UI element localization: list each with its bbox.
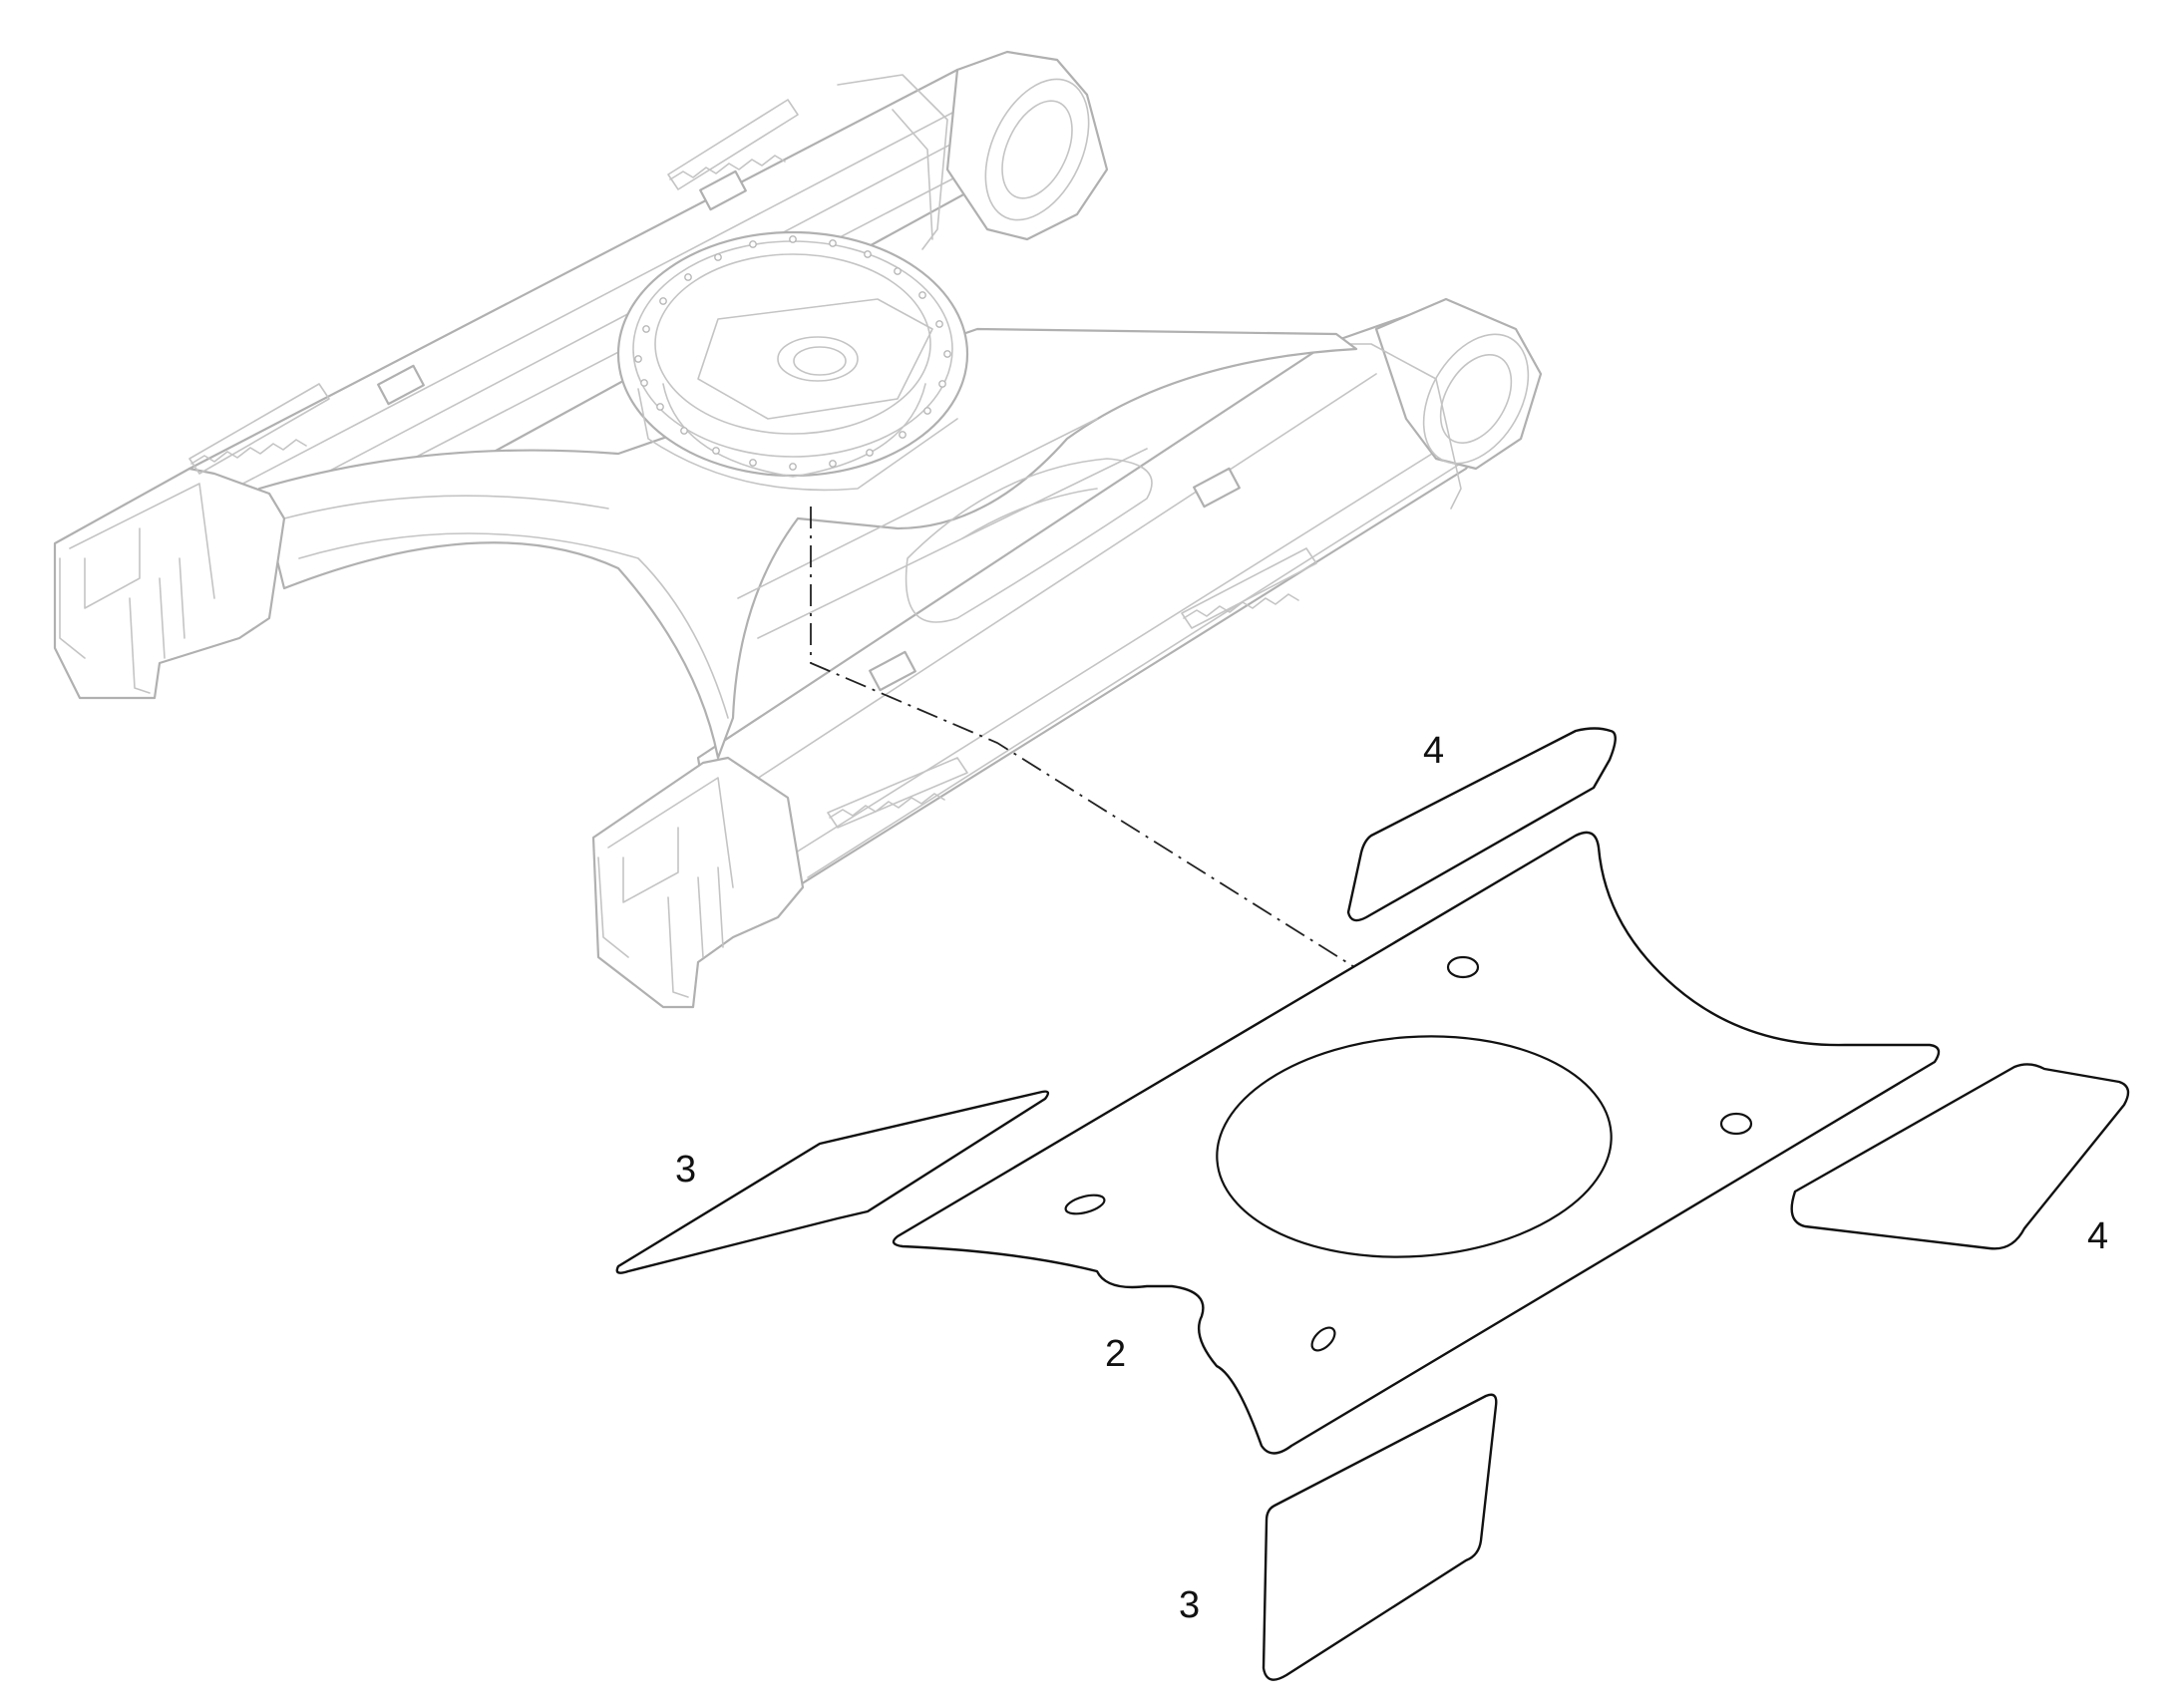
step-bracket-front-1 bbox=[1181, 547, 1317, 629]
callout-label-part-4-lower: 4 bbox=[2087, 1215, 2108, 1257]
swing-bearing-bolts bbox=[634, 235, 951, 471]
shield-part-3-upper bbox=[615, 1090, 1050, 1274]
main-plate-center-opening bbox=[1216, 1035, 1613, 1258]
step-bracket-front-2 bbox=[827, 757, 968, 829]
step-bracket-rear-2 bbox=[188, 383, 330, 475]
parts-group bbox=[615, 727, 2130, 1681]
shield-part-4-lower bbox=[1790, 1063, 2130, 1250]
callout-label-part-4-upper: 4 bbox=[1423, 730, 1444, 772]
callout-label-part-2: 2 bbox=[1105, 1333, 1126, 1375]
shield-part-3-lower bbox=[1262, 1393, 1498, 1681]
rear-sprocket-bracket bbox=[53, 467, 286, 700]
main-plate-hole bbox=[1446, 955, 1480, 979]
callout-label-part-3-upper: 3 bbox=[675, 1149, 696, 1191]
shield-part-2-main bbox=[892, 831, 1941, 1455]
callout-labels: 4 3 2 4 3 bbox=[675, 730, 2108, 1626]
car-body-opening bbox=[905, 458, 1153, 623]
swing-bearing-ring bbox=[616, 230, 969, 492]
front-idler-housing bbox=[1374, 297, 1543, 471]
undercarriage-frame bbox=[53, 50, 1543, 1009]
step-bracket-rear-1 bbox=[667, 99, 799, 190]
rear-idler-housing bbox=[945, 50, 1109, 241]
shield-part-4-upper bbox=[1346, 727, 1617, 922]
rail-pad bbox=[699, 170, 747, 211]
callout-label-part-3-lower: 3 bbox=[1179, 1584, 1200, 1626]
